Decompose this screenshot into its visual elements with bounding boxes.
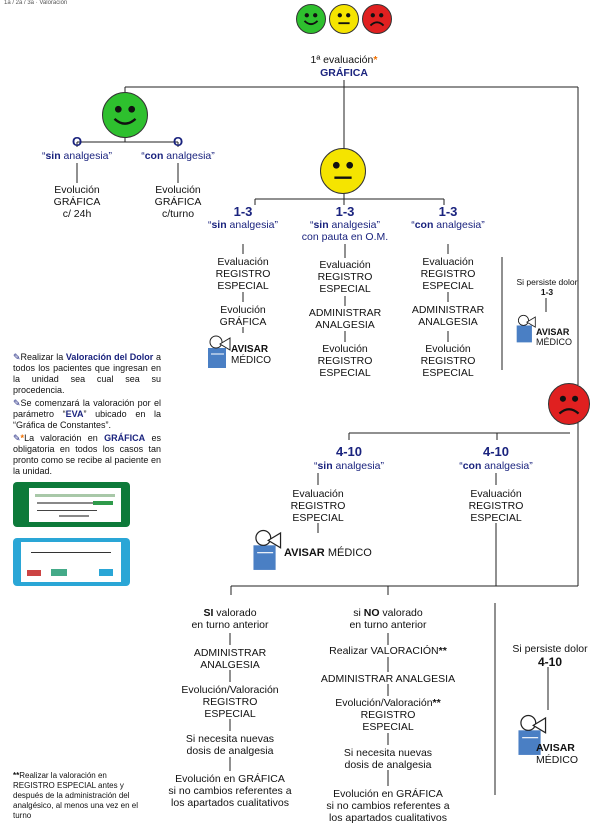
avisar-medico-persist-1-3: AVISAR MÉDICO	[536, 327, 572, 347]
yellow-col1-evolucion: Evolución GRÁFICA	[219, 304, 267, 328]
yellow-col3-evaluacion: Evaluación REGISTRO ESPECIAL	[420, 256, 476, 292]
doctor-megaphone-icon	[516, 713, 548, 755]
si-nuevas-dosis: Si necesita nuevas dosis de analgesia	[185, 733, 275, 757]
pencil-icon: ✎	[13, 433, 21, 443]
persist-4-10-label: Si persiste dolor 4-10	[512, 643, 588, 669]
yellow-col1-analgesia: “sin analgesia”	[207, 219, 279, 231]
pencil-icon: ✎	[13, 398, 21, 408]
green-right-evolucion: Evolución GRÁFICA c/turno	[154, 184, 202, 220]
con-analgesia-label: “con analgesia”	[141, 150, 215, 162]
happy-face-icon	[102, 92, 148, 138]
yellow-col1-evaluacion: Evaluación REGISTRO ESPECIAL	[215, 256, 271, 292]
yellow-col2-evolucion: Evolución REGISTRO ESPECIAL	[317, 343, 373, 379]
doctor-megaphone-icon	[251, 528, 283, 570]
yellow-col2-score: 1-3	[335, 204, 355, 219]
card-inner	[21, 542, 121, 582]
sin-analgesia-label: “sin analgesia”	[41, 150, 113, 162]
avisar-medico-persist-4-10: AVISAR MÉDICO	[536, 742, 578, 766]
doctor-megaphone-icon	[206, 334, 232, 368]
yellow-col2-analgesia: “sin analgesia”	[309, 219, 381, 231]
footnote: **Realizar la valoración en REGISTRO ESP…	[13, 771, 138, 820]
yellow-col1-score: 1-3	[233, 204, 253, 219]
no-evolucion-grafica: Evolución en GRÁFICA si no cambios refer…	[326, 788, 450, 824]
grafica-title: GRÁFICA	[320, 67, 368, 79]
red-left-score: 4-10	[335, 444, 363, 459]
sidebar-note-1: ✎Realizar la Valoración del Dolor a todo…	[13, 352, 161, 395]
yellow-col3-administrar: ADMINISTRAR ANALGESIA	[411, 304, 485, 328]
no-valorado: si NO valorado en turno anterior	[349, 607, 427, 631]
yellow-col2-pauta: con pauta en O.M.	[301, 231, 389, 243]
score-zero-left: O	[71, 134, 83, 149]
avisar-medico-red: AVISAR MÉDICO	[284, 547, 372, 559]
red-right-evaluacion: Evaluación REGISTRO ESPECIAL	[468, 488, 524, 524]
grafica-card-thumbnail	[13, 482, 130, 527]
sad-face-icon	[362, 4, 392, 34]
no-administrar: ADMINISTRAR ANALGESIA	[320, 673, 456, 685]
red-left-analgesia: “sin analgesia”	[313, 460, 385, 472]
doctor-megaphone-icon	[515, 313, 537, 343]
pencil-icon: ✎	[13, 352, 21, 362]
yellow-col3-score: 1-3	[438, 204, 458, 219]
si-evolucion-grafica: Evolución en GRÁFICA si no cambios refer…	[168, 773, 292, 809]
si-valorado: SI valorado en turno anterior	[191, 607, 269, 631]
neutral-face-icon	[320, 148, 366, 194]
happy-face-icon	[296, 4, 326, 34]
neutral-face-icon	[329, 4, 359, 34]
no-evolucion-valoracion: Evolución/Valoración** REGISTRO ESPECIAL	[335, 697, 441, 733]
header-small-note: 1a / 2a / 3a · Valoración	[4, 0, 68, 6]
yellow-col2-administrar: ADMINISTRAR ANALGESIA	[308, 307, 382, 331]
first-evaluation-label: 1ª evaluación*	[310, 54, 378, 66]
sidebar-note-2: ✎Se comenzará la valoración por el parám…	[13, 398, 161, 430]
yellow-col3-analgesia: “con analgesia”	[411, 219, 485, 231]
red-right-score: 4-10	[482, 444, 510, 459]
si-administrar: ADMINISTRAR ANALGESIA	[193, 647, 267, 671]
si-evolucion-valoracion: Evolución/Valoración REGISTRO ESPECIAL	[181, 684, 279, 720]
yellow-col3-evolucion: Evolución REGISTRO ESPECIAL	[420, 343, 476, 379]
green-left-evolucion: Evolución GRÁFICA c/ 24h	[53, 184, 101, 220]
red-right-analgesia: “con analgesia”	[459, 460, 533, 472]
sidebar-note-3: ✎*La valoración en GRÁFICA es obligatori…	[13, 433, 161, 476]
card-inner	[29, 488, 121, 522]
sad-face-icon	[548, 383, 590, 425]
no-realizar-valoracion: Realizar VALORACIÓN**	[329, 645, 447, 657]
avisar-medico-col1: AVISAR MÉDICO	[231, 344, 271, 366]
eva-card-thumbnail	[13, 538, 130, 586]
persist-1-3-label: Si persiste dolor 1-3	[516, 277, 578, 297]
score-zero-right: O	[172, 134, 184, 149]
no-nuevas-dosis: Si necesita nuevas dosis de analgesia	[343, 747, 433, 771]
yellow-col2-evaluacion: Evaluación REGISTRO ESPECIAL	[317, 259, 373, 295]
red-left-evaluacion: Evaluación REGISTRO ESPECIAL	[290, 488, 346, 524]
